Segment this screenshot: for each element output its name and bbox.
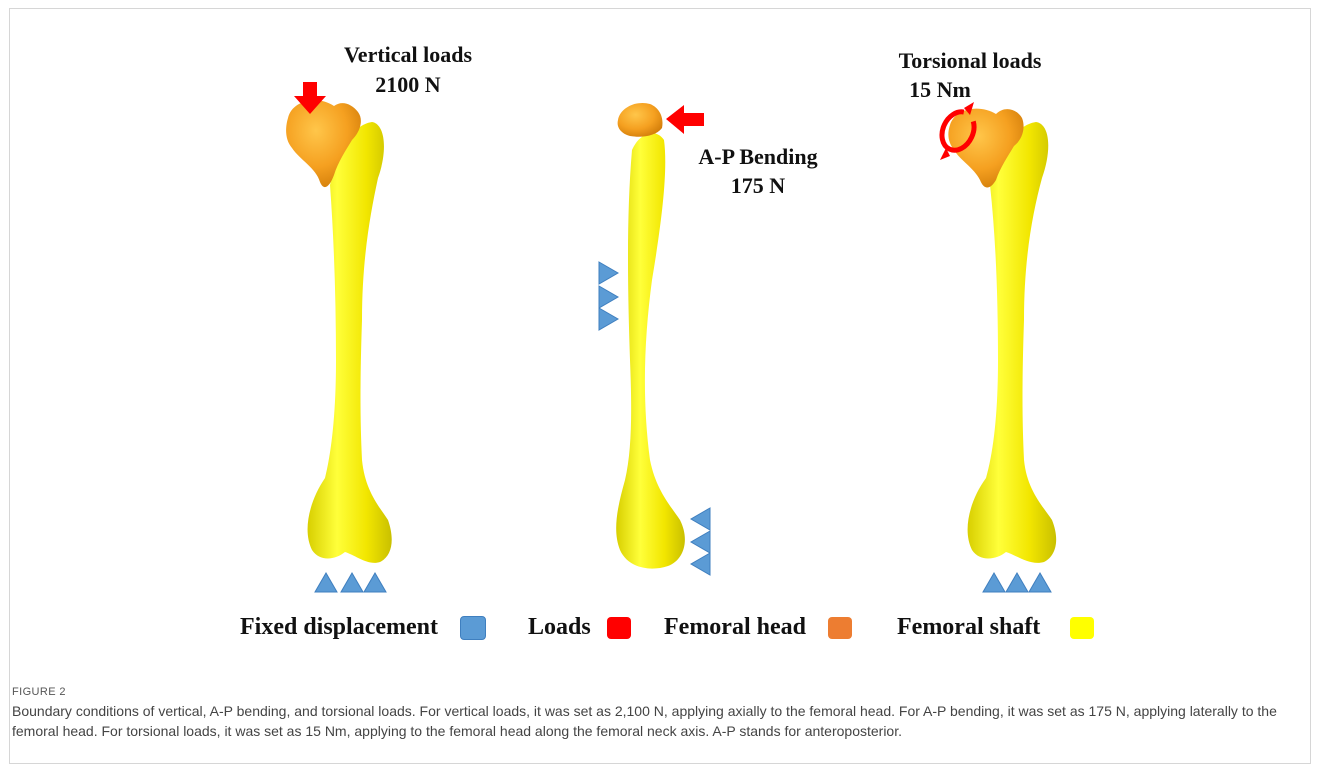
fixed-supports-vertical xyxy=(315,573,386,592)
legend: Fixed displacement Loads Femoral head Fe… xyxy=(0,614,1320,644)
legend-label: Femoral head xyxy=(664,614,806,641)
vertical-loads-value: 2100 N xyxy=(318,71,498,99)
legend-swatch-femoral-head xyxy=(828,617,852,639)
boundary-conditions-figure xyxy=(0,0,1320,650)
bending-title: A-P Bending xyxy=(668,143,848,171)
fixed-supports-bending-proximal xyxy=(599,262,618,330)
legend-item-loads: Loads xyxy=(528,614,631,641)
legend-swatch-loads xyxy=(607,617,631,639)
legend-swatch-femoral-shaft xyxy=(1070,617,1094,639)
femoral-head-bending xyxy=(618,103,663,137)
legend-item-femoral-head: Femoral head xyxy=(664,614,852,641)
bending-value: 175 N xyxy=(668,172,848,200)
legend-label: Fixed displacement xyxy=(240,614,438,641)
bending-load-arrow xyxy=(666,105,704,134)
legend-label: Loads xyxy=(528,614,591,641)
fixed-supports-bending-distal xyxy=(691,508,710,575)
femur-torsion xyxy=(936,102,1056,592)
torsional-loads-title: Torsional loads xyxy=(880,47,1060,75)
legend-label: Femoral shaft xyxy=(897,614,1040,641)
femur-vertical xyxy=(286,82,392,592)
figure-caption: Boundary conditions of vertical, A-P ben… xyxy=(12,701,1302,741)
torsional-loads-value: 15 Nm xyxy=(850,76,1030,104)
figure-number: FIGURE 2 xyxy=(12,686,66,698)
legend-swatch-fixed xyxy=(460,616,486,640)
femoral-shaft-torsion xyxy=(968,122,1057,563)
legend-item-femoral-shaft: Femoral shaft xyxy=(897,614,1094,641)
fixed-supports-torsion xyxy=(983,573,1051,592)
femoral-shaft-vertical xyxy=(308,122,392,563)
vertical-loads-title: Vertical loads xyxy=(318,41,498,69)
legend-item-fixed-displacement: Fixed displacement xyxy=(240,614,486,641)
